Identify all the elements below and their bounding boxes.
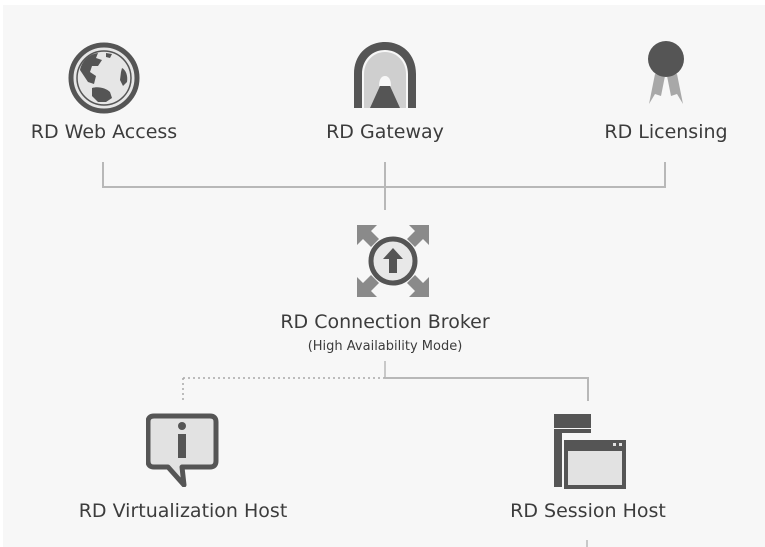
- node-sublabel: (High Availability Mode): [307, 339, 463, 354]
- node-label: RD Web Access: [30, 121, 178, 143]
- node-label: RD Connection Broker: [280, 311, 490, 333]
- node-label: RD Licensing: [604, 121, 728, 143]
- node-label: RD Gateway: [326, 121, 444, 143]
- node-label: RD Session Host: [510, 500, 666, 522]
- globe-icon: [68, 42, 140, 114]
- ribbon-award-icon: [648, 41, 684, 104]
- info-speech-bubble-icon: [146, 413, 219, 487]
- tunnel-icon: [354, 42, 416, 108]
- broker-arrows-icon: [357, 225, 429, 297]
- node-label: RD Virtualization Host: [78, 500, 288, 522]
- server-window-icon: [554, 414, 626, 489]
